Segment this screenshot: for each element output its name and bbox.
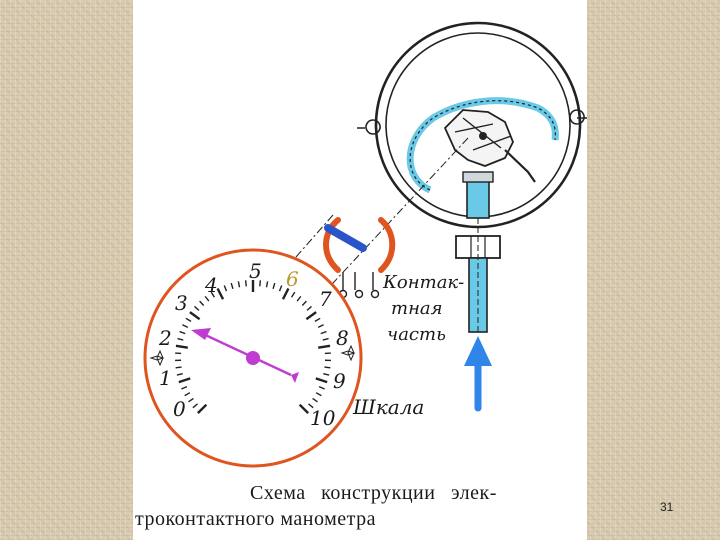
movement-mechanism	[443, 109, 514, 167]
terminal-3	[370, 289, 380, 299]
scale-tick	[322, 337, 329, 341]
scale-number-5: 5	[249, 259, 262, 283]
scale-tick	[177, 337, 184, 341]
scale-tick	[188, 397, 194, 403]
scale-tick	[181, 385, 188, 390]
scale-number-2: 2	[158, 326, 172, 350]
scale-tick	[196, 403, 208, 415]
contact-right	[378, 217, 396, 273]
scale-tick	[315, 377, 328, 384]
link-arm	[504, 149, 536, 183]
scale-tick	[175, 366, 182, 369]
scale-tick	[314, 317, 321, 322]
dial-scale-ticks	[175, 280, 331, 415]
contact-label-line3: часть	[387, 324, 446, 345]
scale-tick	[290, 291, 296, 298]
gauge-housing	[357, 21, 587, 333]
scale-tick	[184, 392, 191, 397]
terminal-2	[354, 289, 364, 299]
scale-number-7: 7	[319, 287, 332, 311]
dial-screw-left	[149, 349, 165, 367]
scale-tick	[281, 287, 290, 300]
contact-left	[323, 217, 341, 273]
scale-tick	[192, 403, 198, 409]
housing-lug-right	[569, 109, 587, 125]
scale-tick	[305, 311, 317, 321]
scale-number-4: 4	[204, 273, 218, 297]
scale-number-1: 1	[159, 366, 172, 390]
scale-tick	[317, 344, 331, 349]
scale-tick	[194, 305, 200, 311]
scale-number-0: 0	[173, 397, 186, 421]
scale-tick	[179, 330, 186, 335]
scale-tick	[317, 324, 324, 328]
scale-tick	[315, 392, 322, 397]
dial-screw-right	[340, 344, 356, 362]
scale-tick	[278, 285, 283, 292]
scale-tick	[216, 287, 225, 300]
scale-tick	[296, 295, 302, 302]
scale-tick	[182, 324, 189, 328]
contact-part	[323, 217, 396, 299]
scale-tick	[176, 373, 183, 376]
caption-line-1: Схема конструкции элек-	[250, 482, 497, 504]
scale-tick	[204, 295, 210, 302]
dial-pointer	[191, 328, 299, 383]
scale-tick	[318, 385, 325, 390]
scale-tick	[323, 373, 330, 376]
scale-tick	[230, 282, 234, 290]
scale-tick	[175, 344, 189, 349]
slide-number: 31	[660, 500, 674, 514]
scale-number-8: 8	[336, 326, 349, 350]
contact-label-line1: Контак-	[382, 272, 464, 293]
scale-tick	[324, 366, 331, 369]
scale-tick	[308, 403, 314, 409]
housing-lug-left	[357, 119, 381, 135]
scale-tick	[265, 281, 269, 288]
scale-number-3: 3	[175, 291, 188, 315]
pointer-hub	[246, 351, 260, 365]
scale-tick	[301, 300, 307, 306]
scale-tick	[223, 285, 228, 292]
scale-tick	[178, 377, 191, 384]
caption-line-2: троконтактного манометра	[135, 508, 376, 530]
scale-tick	[185, 317, 192, 322]
scale-tick	[189, 311, 201, 321]
socket-block	[466, 177, 490, 219]
scale-tick	[199, 300, 205, 306]
contact-bar	[324, 224, 367, 252]
pressure-arrow	[464, 336, 492, 412]
dial-scale-numbers: 0 1 2 3 4 5 6 7 8 9 10	[158, 259, 349, 430]
scale-tick	[298, 403, 310, 415]
scale-tick	[306, 305, 312, 311]
scale-tick	[272, 282, 276, 290]
scale-tick	[320, 330, 327, 335]
manometer-diagram: Контак- тная часть 0 1 2 3 4 5 6 7 8 9 1…	[143, 21, 587, 468]
scale-number-9: 9	[333, 369, 346, 393]
scale-label: Шкала	[352, 395, 424, 419]
projection-line-2	[257, 214, 334, 301]
dial: 0 1 2 3 4 5 6 7 8 9 10	[143, 248, 363, 468]
scale-tick	[312, 397, 318, 403]
scale-tick	[244, 280, 247, 287]
scale-tick	[259, 280, 262, 287]
scale-number-6: 6	[286, 267, 299, 291]
scale-number-10: 10	[310, 406, 336, 430]
contact-label-line2: тная	[391, 298, 443, 319]
scale-tick	[237, 281, 241, 288]
scale-tick	[210, 291, 216, 298]
